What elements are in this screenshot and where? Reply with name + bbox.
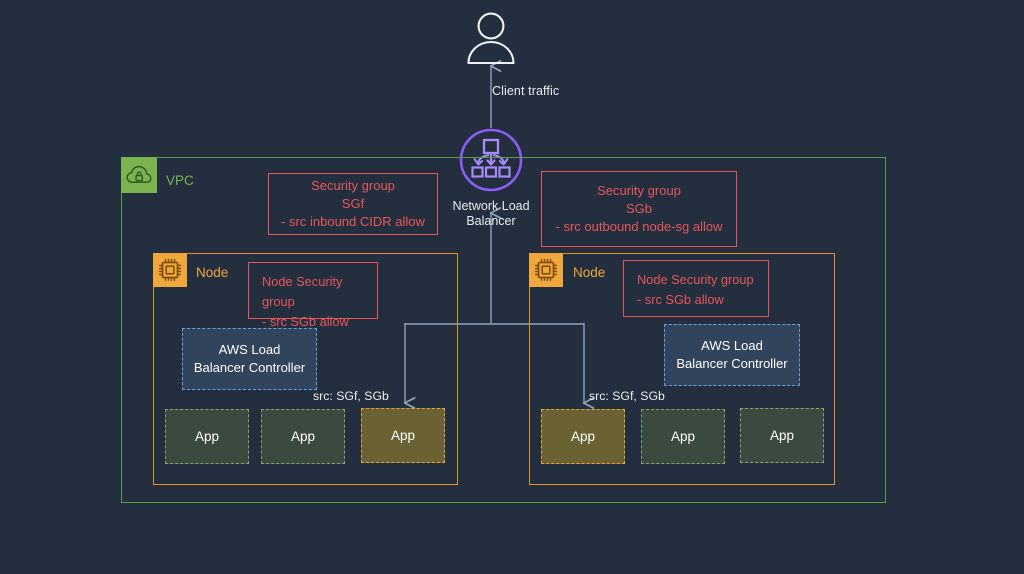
sgb-line2: SGb: [625, 201, 652, 216]
node-sg-left-line2: - src SGb allow: [262, 314, 349, 329]
cpu-chip-icon: [153, 253, 187, 287]
cpu-chip-icon: [529, 253, 563, 287]
sgf-line2: SGf: [341, 196, 365, 211]
app-pod: App: [740, 408, 824, 463]
node-sg-right-line1: Node Security group: [637, 272, 754, 287]
app-pod: App: [261, 409, 345, 464]
vpc-container: [121, 157, 886, 503]
user-person-icon: [463, 12, 519, 65]
node-sg-left-line1: Node Security group: [262, 274, 343, 309]
node-security-group-left: Node Security group - src SGb allow: [248, 262, 378, 329]
cloud-lock-icon: [121, 157, 157, 193]
lbc-right-line1: AWS Load: [701, 338, 763, 353]
security-group-sgf-box: Security group SGf - src inbound CIDR al…: [268, 173, 438, 235]
sgb-line3: - src outbound node-sg allow: [555, 219, 723, 234]
app-pod-target: App: [361, 408, 445, 463]
node-security-group-right: Node Security group - src SGb allow: [623, 260, 769, 317]
vpc-title: VPC: [166, 173, 194, 188]
node-title-left: Node: [196, 265, 229, 280]
aws-load-balancer-controller-right: AWS Load Balancer Controller: [664, 324, 800, 386]
traffic-source-label-left: src: SGf, SGb: [313, 389, 389, 403]
network-load-balancer-label: Network Load Balancer: [434, 199, 548, 229]
node-sg-right-line2: - src SGb allow: [637, 292, 724, 307]
app-pod: App: [641, 409, 725, 464]
node-container-left: [153, 253, 458, 485]
lbc-right-line2: Balancer Controller: [676, 356, 788, 371]
lbc-left-line1: AWS Load: [218, 342, 281, 357]
client-traffic-label: Client traffic: [492, 84, 560, 98]
lbc-left-line2: Balancer Controller: [193, 360, 306, 375]
sgf-line3: - src inbound CIDR allow: [281, 214, 425, 229]
nlb-label-line2: Balancer: [466, 214, 516, 228]
app-pod-target: App: [541, 409, 625, 464]
aws-load-balancer-controller-left: AWS Load Balancer Controller: [182, 328, 317, 390]
traffic-source-label-right: src: SGf, SGb: [589, 389, 665, 403]
node-title-right: Node: [573, 265, 606, 280]
security-group-sgb-box: Security group SGb - src outbound node-s…: [541, 171, 737, 247]
app-pod: App: [165, 409, 249, 464]
node-container-right: [529, 253, 835, 485]
network-load-balancer-icon: [459, 128, 523, 192]
sgb-line1: Security group: [597, 183, 681, 198]
nlb-label-line1: Network Load: [452, 199, 530, 213]
sgf-line1: Security group: [311, 178, 395, 193]
